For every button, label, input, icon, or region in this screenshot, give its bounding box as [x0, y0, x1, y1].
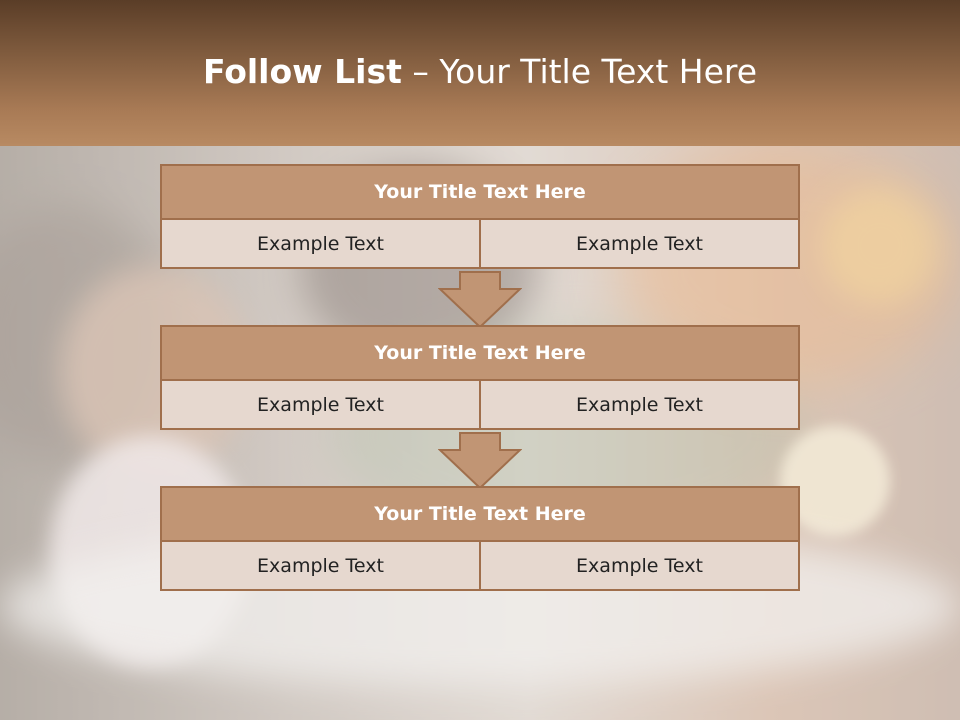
step-3-title: Your Title Text Here [160, 486, 800, 542]
step-2: Your Title Text Here Example Text Exampl… [160, 325, 800, 430]
step-3-row: Example Text Example Text [160, 542, 800, 591]
step-1-title: Your Title Text Here [160, 164, 800, 220]
step-1-row: Example Text Example Text [160, 220, 800, 269]
step-1-left-text: Example Text [160, 220, 481, 269]
step-2-left-text: Example Text [160, 381, 481, 430]
slide-title-bold: Follow List [202, 52, 402, 91]
step-3-left-text: Example Text [160, 542, 481, 591]
step-3-right-text: Example Text [481, 542, 800, 591]
title-bar: Follow List – Your Title Text Here [0, 0, 960, 146]
down-arrow-icon [438, 271, 522, 329]
step-1: Your Title Text Here Example Text Exampl… [160, 164, 800, 269]
slide-title-rest: – Your Title Text Here [401, 52, 758, 91]
step-2-row: Example Text Example Text [160, 381, 800, 430]
step-2-title: Your Title Text Here [160, 325, 800, 381]
step-2-right-text: Example Text [481, 381, 800, 430]
slide-title: Follow List – Your Title Text Here [0, 52, 960, 91]
step-3: Your Title Text Here Example Text Exampl… [160, 486, 800, 591]
step-1-right-text: Example Text [481, 220, 800, 269]
down-arrow-icon [438, 432, 522, 490]
